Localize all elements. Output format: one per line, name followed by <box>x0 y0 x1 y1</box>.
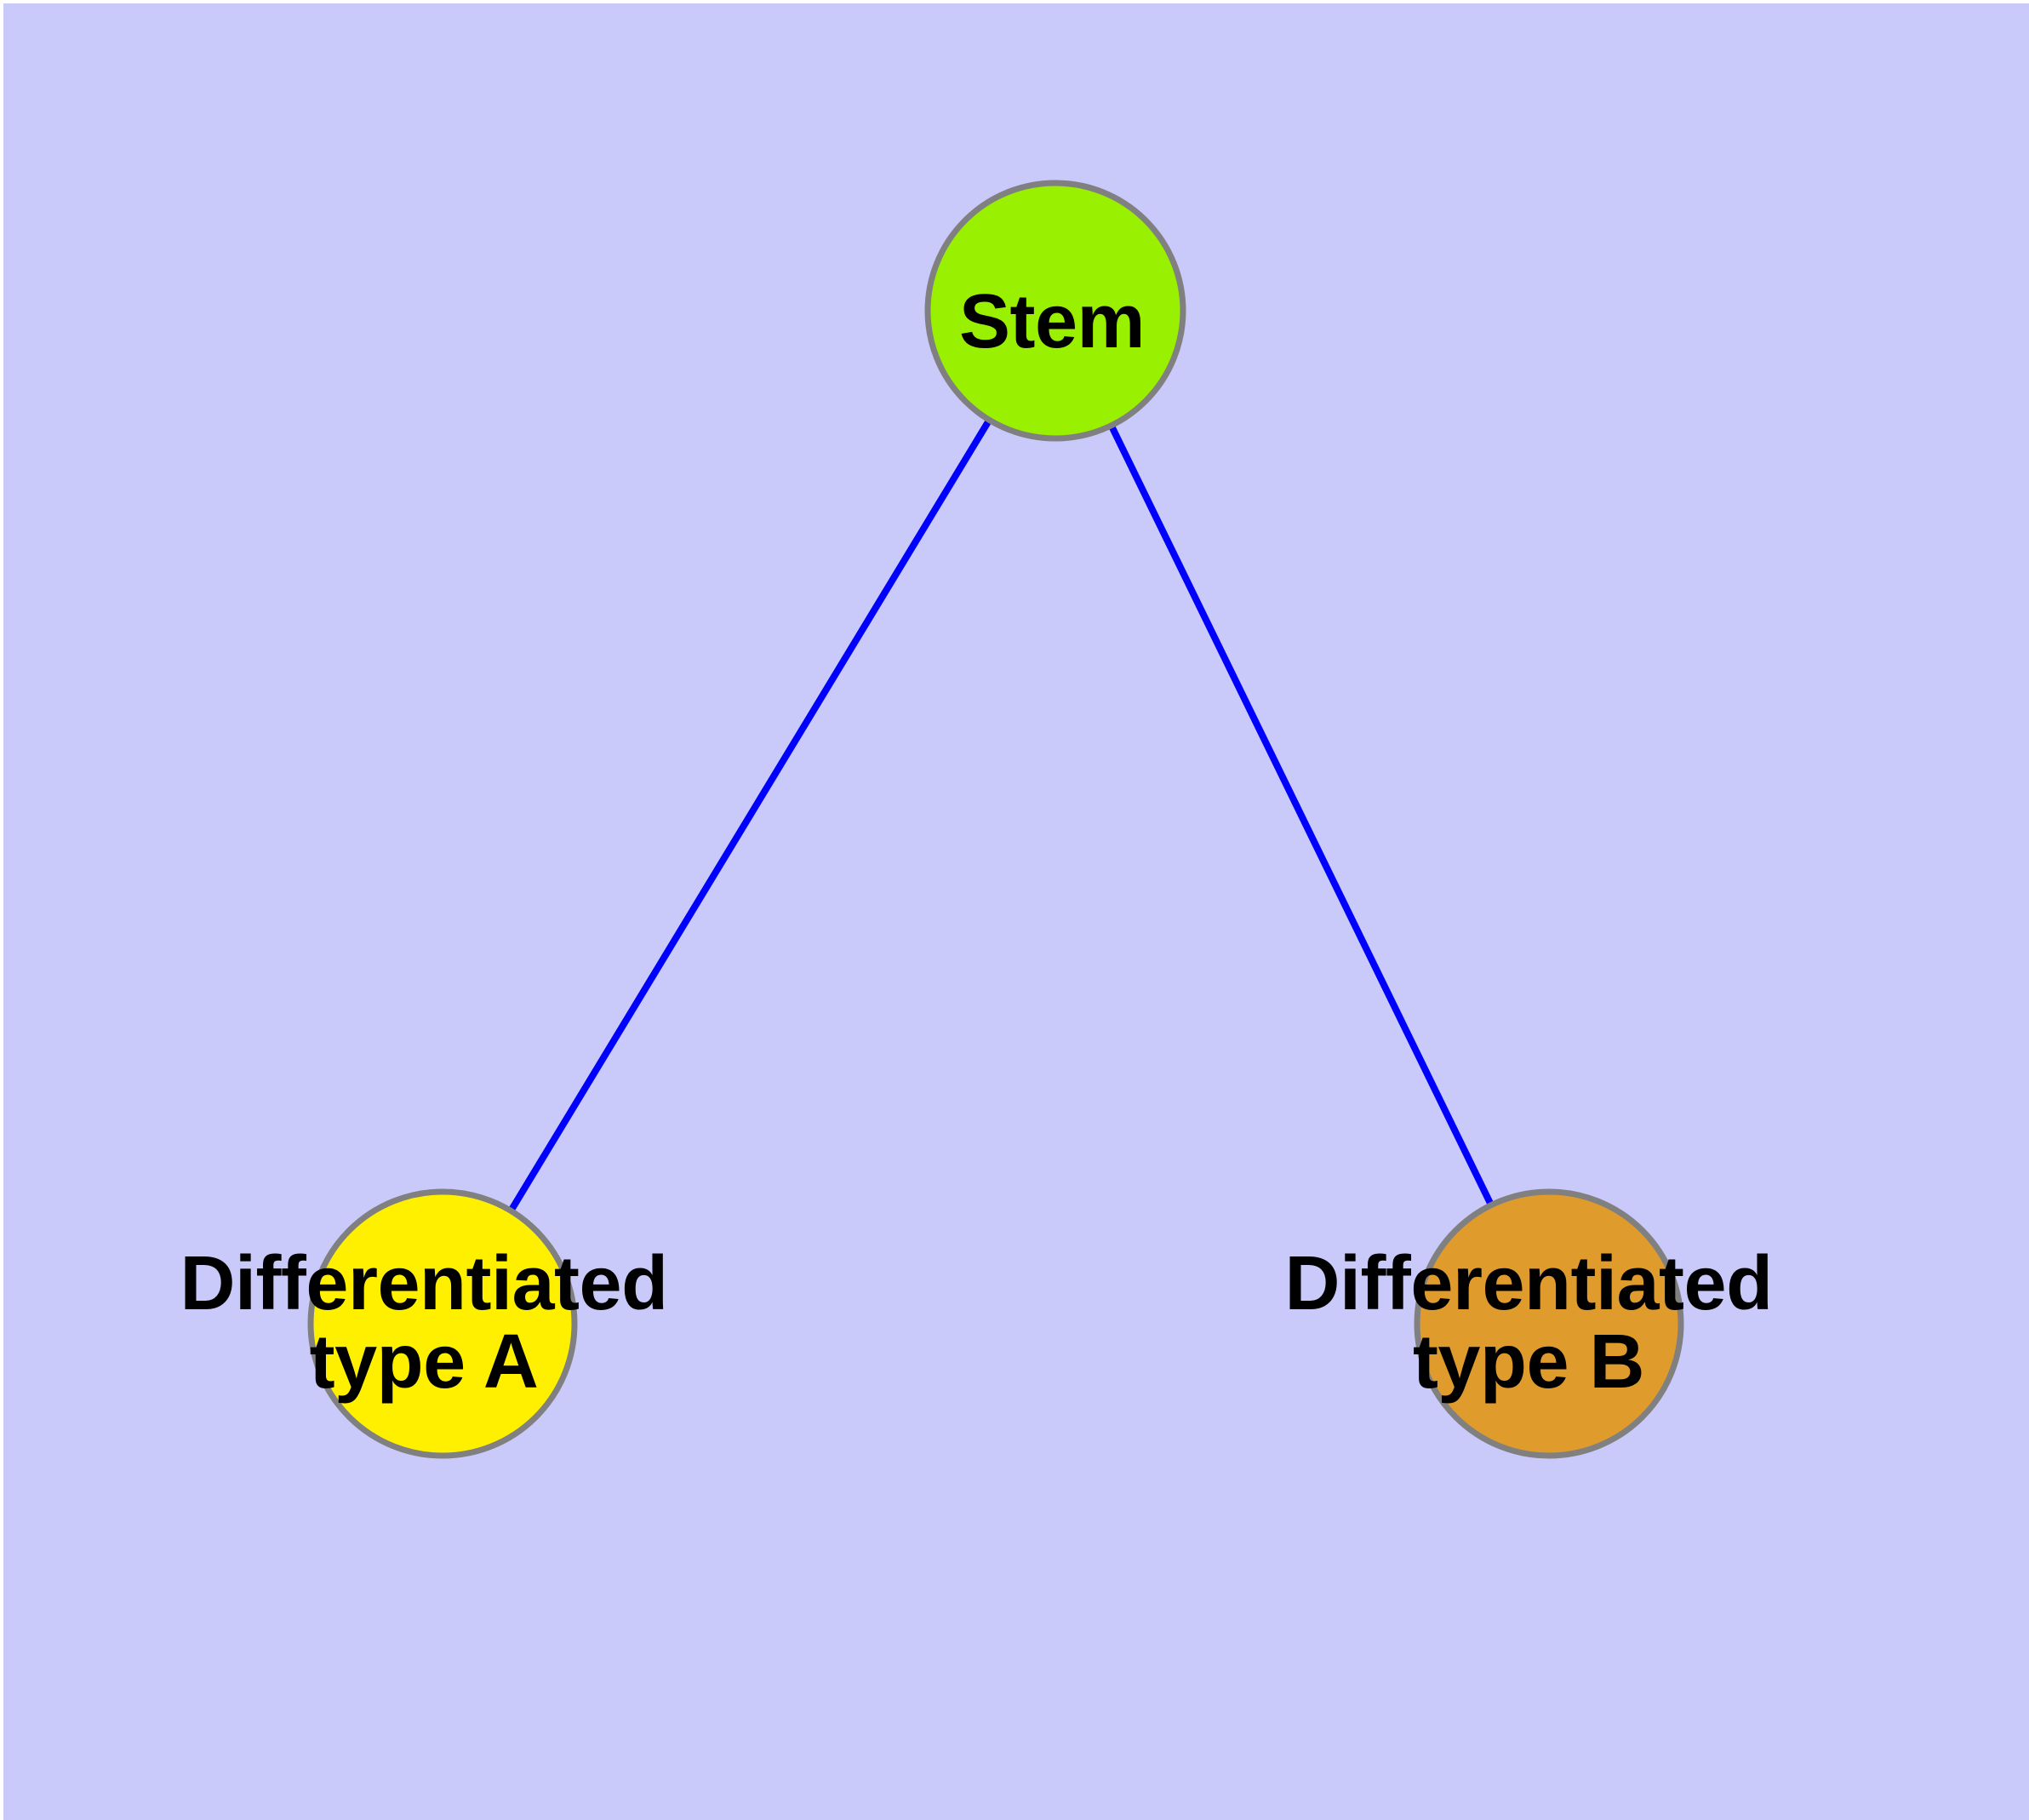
edge-stem-differentiated-type-b[interactable] <box>1052 309 1552 1325</box>
node-label-differentiated-type-b-line-1: Differentiated <box>1284 1241 1773 1326</box>
node-label-differentiated-type-b-line-2: type B <box>1412 1319 1645 1405</box>
node-label-stem-line-1: Stem <box>958 279 1146 364</box>
node-stem[interactable] <box>924 180 1186 442</box>
node-differentiated-type-b[interactable] <box>1414 1188 1684 1459</box>
edge-stem-differentiated-type-a[interactable] <box>439 308 1059 1326</box>
node-label-differentiated-type-b: Differentiated type B <box>1284 1241 1773 1405</box>
node-label-differentiated-type-a-line-2: type A <box>309 1319 539 1405</box>
node-layer <box>307 180 1684 1459</box>
node-label-differentiated-type-a: Differentiated type A <box>180 1241 668 1405</box>
node-label-differentiated-type-a-line-1: Differentiated <box>180 1241 668 1326</box>
edge-layer <box>439 308 1552 1326</box>
node-differentiated-type-a[interactable] <box>307 1188 578 1459</box>
node-label-stem: Stem <box>958 279 1146 364</box>
